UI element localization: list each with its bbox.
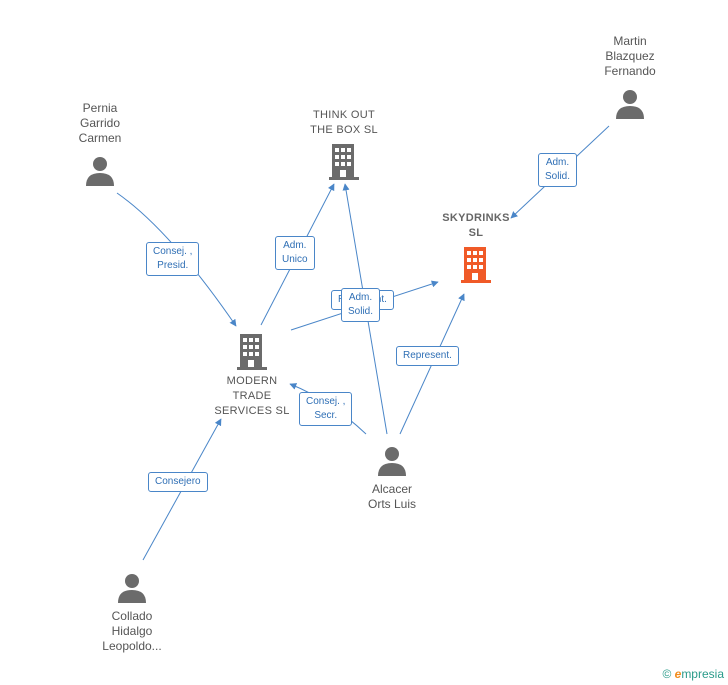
node-label: Pernia Garrido Carmen	[78, 101, 122, 145]
person-icon	[86, 157, 114, 186]
brand-logo-text: mpresia	[681, 667, 724, 681]
node-martin-blazquez-fernando[interactable]: Martin Blazquez Fernando	[580, 34, 680, 119]
edge-label-modern-think[interactable]: Adm. Unico	[275, 236, 315, 270]
node-label: Alcacer Orts Luis	[367, 482, 416, 511]
edge-label-alcacer-skydrinks[interactable]: Represent.	[396, 346, 459, 366]
person-icon	[118, 574, 146, 603]
brand-footer: © empresia	[662, 667, 724, 681]
person-icon	[616, 90, 644, 119]
edge-label-alcacer-modern[interactable]: Consej. , Secr.	[299, 392, 353, 426]
node-label: SKYDRINKS SL	[442, 212, 510, 239]
node-label: THINK OUT THE BOX SL	[310, 109, 378, 136]
edge-label-collado-modern[interactable]: Consejero	[148, 472, 208, 492]
edge-label-alcacer-think[interactable]: Adm. Solid.	[341, 288, 381, 322]
building-icon	[461, 247, 491, 283]
node-label: MODERN TRADE SERVICES SL	[214, 375, 290, 417]
node-modern-trade-services[interactable]: MODERN TRADE SERVICES SL	[196, 334, 308, 419]
brand-logo-e: e	[674, 667, 682, 681]
node-think-out-the-box[interactable]: THINK OUT THE BOX SL	[292, 108, 396, 180]
copyright-icon: ©	[662, 667, 672, 681]
node-alcacer-orts-luis[interactable]: Alcacer Orts Luis	[342, 446, 442, 512]
node-collado-hidalgo-leopoldo[interactable]: Collado Hidalgo Leopoldo...	[82, 573, 182, 654]
edge-label-martin-skydrinks[interactable]: Adm. Solid.	[538, 153, 578, 187]
building-icon	[237, 334, 267, 370]
node-label: Martin Blazquez Fernando	[604, 34, 656, 78]
person-icon	[378, 447, 406, 476]
node-label: Collado Hidalgo Leopoldo...	[102, 609, 162, 653]
edge-label-pernia-modern[interactable]: Consej. , Presid.	[146, 242, 200, 276]
building-icon	[329, 144, 359, 180]
node-pernia-garrido-carmen[interactable]: Pernia Garrido Carmen	[50, 101, 150, 186]
node-skydrinks[interactable]: SKYDRINKS SL	[424, 211, 528, 283]
